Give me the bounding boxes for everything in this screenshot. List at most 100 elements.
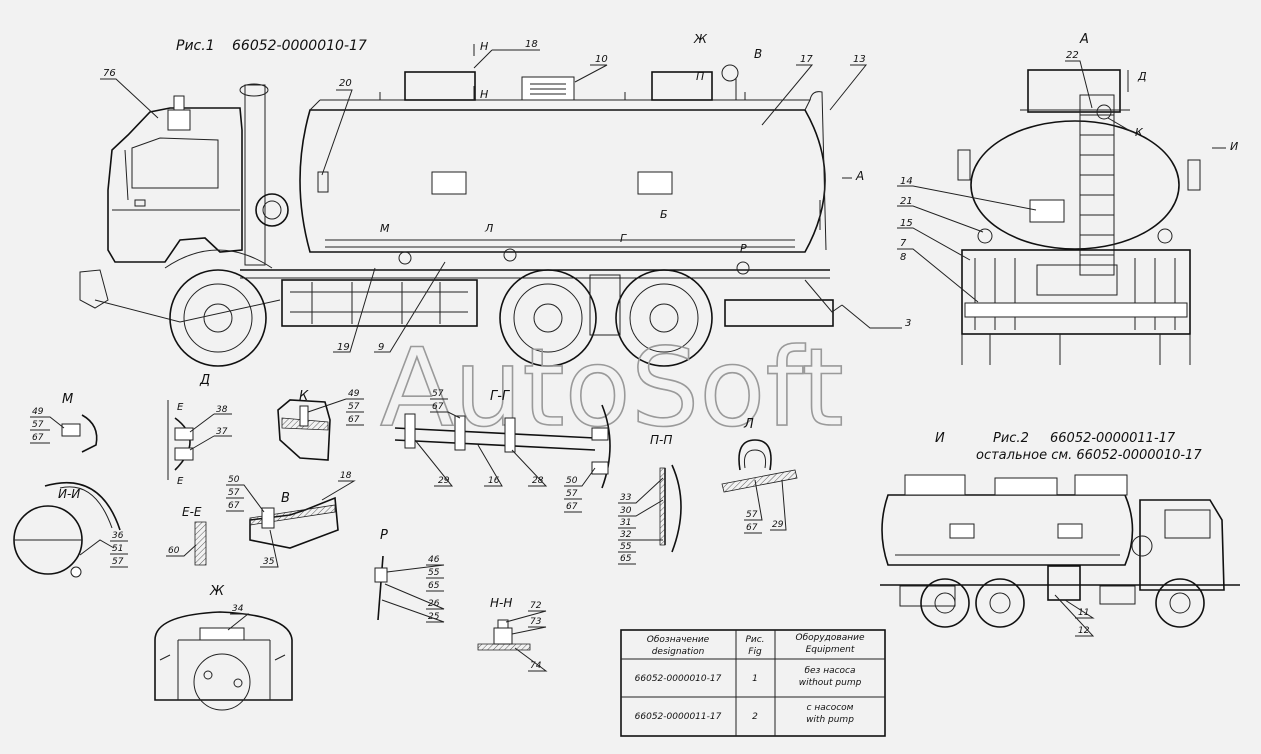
detail-K-49: 49 (348, 389, 360, 399)
truck-fig2-view: 11 12 (880, 474, 1240, 637)
section-D: Д (199, 373, 210, 388)
callout-76: 76 (103, 68, 116, 79)
section-M: М (62, 392, 73, 407)
section-GG-title: Г-Г (490, 389, 511, 404)
section-NN-72: 72 (530, 601, 542, 611)
table-header-designation-en: designation (652, 647, 705, 657)
fig2-callout-11: 11 (1078, 608, 1089, 618)
table-row-1-equipment-en: without pump (799, 678, 862, 688)
section-PP-55: 55 (620, 542, 632, 552)
callout-18: 18 (525, 39, 538, 50)
detail-R-55: 55 (428, 568, 440, 578)
table-row-2-equipment-ru: с насосом (807, 703, 854, 713)
section-GG-67: 67 (432, 402, 444, 412)
detail-V-35: 35 (263, 557, 275, 567)
section-R: Р (380, 528, 388, 543)
detail-M: М 49 57 67 (30, 392, 98, 453)
view-marker-A: А (855, 169, 864, 183)
table-header-equipment-en: Equipment (806, 645, 855, 655)
section-GG-50: 50 (566, 476, 578, 486)
callout-15: 15 (900, 218, 913, 229)
section-II-title: И-И (58, 487, 80, 501)
detail-V-57: 57 (228, 488, 240, 498)
view-marker-N-bottom: Н (480, 88, 488, 101)
label-L: Л (484, 222, 493, 235)
detail-R-46: 46 (428, 555, 440, 565)
fig2-title: Рис.2 (993, 431, 1029, 446)
view-marker-V: В (754, 47, 762, 61)
fig2-callout-12: 12 (1078, 626, 1090, 636)
section-II-57: 57 (112, 557, 124, 567)
section-L: Л (743, 417, 754, 432)
callout-3: 3 (905, 318, 911, 329)
detail-M-57: 57 (32, 420, 44, 430)
detail-L: Л 57 67 29 (721, 417, 798, 534)
label-R: Р (740, 242, 747, 255)
callout-10: 10 (595, 54, 608, 65)
detail-M-67: 67 (32, 433, 44, 443)
section-II-36: 36 (112, 531, 124, 541)
section-PP-30: 30 (620, 506, 632, 516)
section-EE-60: 60 (168, 546, 180, 556)
section-E-bottom: Е (177, 476, 184, 487)
view-marker-K: К (1135, 126, 1144, 139)
section-NN-title: Н-Н (490, 596, 512, 610)
detail-K: К 49 57 67 (277, 389, 364, 461)
table-row-2-fig: 2 (752, 712, 758, 722)
fig2-header: И Рис.2 66052-0000011-17 остальное см. 6… (935, 431, 1202, 463)
rear-view-callouts: 22 К Д И 14 21 15 7 8 (897, 50, 1238, 303)
detail-V: В 50 57 67 18 35 (226, 471, 356, 568)
table-row-1-fig: 1 (752, 674, 758, 684)
section-GG-29: 29 (438, 476, 450, 486)
fig1-code: 66052-0000010-17 (232, 38, 367, 54)
detail-D: Д Е Е 38 37 (167, 373, 232, 487)
detail-V-18: 18 (340, 471, 352, 481)
section-II: И-И 36 51 57 (13, 481, 128, 578)
callout-17: 17 (800, 54, 813, 65)
fig2-code: 66052-0000011-17 (1050, 431, 1176, 446)
truck-side-view (79, 64, 843, 367)
section-GG-57b: 57 (566, 489, 578, 499)
detail-K-57: 57 (348, 402, 360, 412)
section-GG-16: 16 (488, 476, 500, 486)
fig1-title: Рис.1 (176, 38, 215, 54)
section-EE-title: Е-Е (182, 505, 202, 519)
section-PP-31: 31 (620, 518, 631, 528)
section-NN-73: 73 (530, 617, 542, 627)
callout-21: 21 (900, 196, 913, 207)
detail-R-65: 65 (428, 581, 440, 591)
detail-V-50: 50 (228, 475, 240, 485)
callout-14: 14 (900, 176, 913, 187)
table-header-equipment-ru: Оборудование (796, 633, 865, 643)
callout-9: 9 (378, 342, 384, 353)
table-header-fig-ru: Рис. (745, 635, 764, 645)
detail-D-37: 37 (216, 427, 228, 437)
detail-R: Р 46 55 65 26 25 (374, 528, 445, 623)
view-A-title: А (1079, 32, 1089, 47)
detail-R-25: 25 (428, 612, 440, 622)
view-Zh: Ж 34 (154, 584, 293, 711)
section-PP-title: П-П (650, 433, 672, 447)
table-row-1-equipment-ru: без насоса (804, 666, 855, 676)
label-M: М (380, 222, 390, 235)
fig1-callouts: 76 20 18 10 17 13 19 9 3 Н Н Ж В А Б М Л… (100, 32, 911, 353)
section-II-51: 51 (112, 544, 123, 554)
view-Zh-34: 34 (232, 604, 244, 614)
designation-table: Обозначение designation Рис. Fig Оборудо… (620, 629, 886, 737)
table-header-designation-ru: Обозначение (647, 635, 710, 645)
section-PP-65: 65 (620, 554, 632, 564)
section-I: И (935, 431, 945, 446)
section-GG-28: 28 (532, 476, 544, 486)
callout-22: 22 (1066, 50, 1079, 61)
detail-M-49: 49 (32, 407, 44, 417)
callout-7: 7 (900, 238, 907, 249)
section-PP-32: 32 (620, 530, 632, 540)
watermark: AutoSoft (380, 326, 844, 451)
fig2-note: остальное см. 66052-0000010-17 (976, 448, 1202, 463)
table-row-1-designation: 66052-0000010-17 (635, 674, 722, 684)
table-row-2-equipment-en: with pump (806, 715, 854, 725)
section-PP-33: 33 (620, 493, 632, 503)
detail-L-57: 57 (746, 510, 758, 520)
view-marker-D: Д (1137, 70, 1147, 83)
